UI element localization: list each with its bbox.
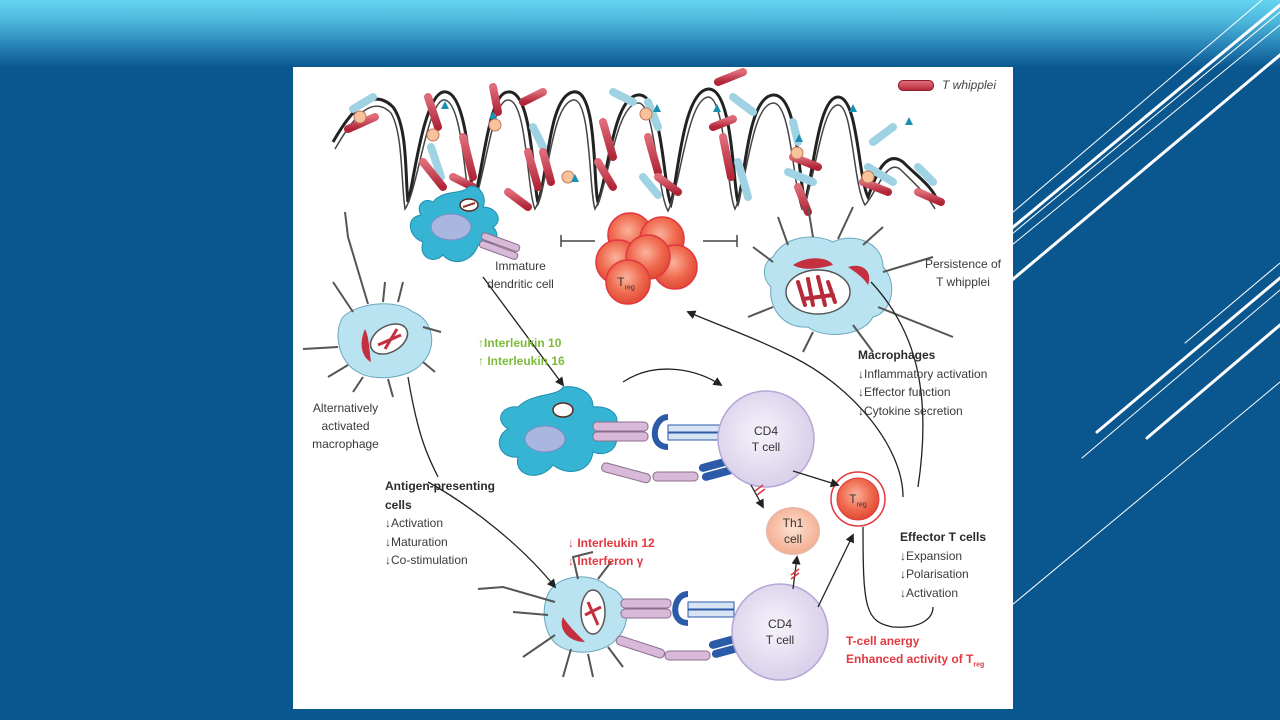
list-title: Macrophages: [858, 348, 936, 362]
rod-bacterium-icon: [898, 79, 934, 91]
list-item: Effector function: [858, 383, 987, 402]
outcome-line: T-cell anergy: [846, 634, 920, 648]
label-line: cell: [783, 532, 802, 546]
list-title: Antigen-presenting: [385, 479, 495, 493]
list-item: Activation: [900, 584, 986, 603]
title-band: [0, 0, 1280, 68]
label-line: macrophage: [312, 437, 379, 451]
pathway-arrows: [407, 276, 934, 628]
th1-cell-label: Th1 cell: [771, 515, 815, 547]
treg-cell-label: Treg: [838, 491, 878, 513]
list-item: Expansion: [900, 547, 986, 566]
cytokine-item: ↓ Interleukin 12: [568, 536, 655, 550]
list-title: Effector T cells: [900, 530, 987, 544]
label-line: T cell: [765, 633, 795, 647]
list-item: Maturation: [385, 533, 495, 552]
label-alternatively-activated-macrophage: Alternatively activated macrophage: [303, 399, 388, 453]
effector-t-cell-effects: Effector T cells Expansion Polarisation …: [900, 528, 986, 602]
legend-label: T whipplei: [942, 78, 997, 92]
label-line: CD4: [767, 617, 792, 631]
label-sub: reg: [856, 501, 867, 509]
th1-cell: [766, 507, 820, 555]
persistent-macrophage: [747, 206, 954, 353]
macrophages-effects: Macrophages Inflammatory activation Effe…: [858, 346, 987, 420]
increased-cytokines: ↑Interleukin 10 ↑ Interleukin 16: [478, 334, 565, 370]
mature-dendritic-cell: [498, 386, 741, 484]
inhibition-lines: [560, 235, 738, 247]
label-line: CD4: [753, 424, 778, 438]
immunology-figure: T whipplei Immature dendritic cell Persi…: [293, 67, 1013, 709]
cd4-bottom-label: CD4 T cell: [750, 616, 810, 648]
list-item: Cytokine secretion: [858, 402, 987, 421]
list-item: Activation: [385, 514, 495, 533]
cd4-t-cell-bottom: [731, 583, 829, 681]
label-line: dendritic cell: [487, 277, 554, 291]
alternatively-activated-macrophage: [302, 211, 442, 398]
label-line: Th1: [782, 516, 804, 530]
blocked-marks: [754, 484, 800, 580]
outcome-text: T-cell anergy Enhanced activity of Treg: [846, 632, 984, 674]
label-main: T: [617, 275, 625, 289]
outcome-text-main: Enhanced activity of T: [846, 652, 974, 666]
label-main: T: [849, 492, 857, 506]
label-line: Persistence of: [924, 257, 1002, 271]
list-item: Co-stimulation: [385, 551, 495, 570]
apc-effects: Antigen-presenting cells Activation Matu…: [385, 477, 495, 570]
treg-cluster: [595, 212, 698, 305]
label-line: T whipplei: [936, 275, 990, 289]
label-line: T cell: [751, 440, 781, 454]
cd4-t-cell-top: [717, 390, 815, 488]
label-immature-dendritic-cell: Immature dendritic cell: [473, 257, 568, 293]
list-item: Inflammatory activation: [858, 365, 987, 384]
legend: T whipplei: [898, 78, 996, 92]
treg-cell: [836, 477, 880, 521]
cytokine-item: ↓ Interferon γ: [568, 554, 644, 568]
cd4-top-label: CD4 T cell: [736, 423, 796, 455]
bacteria-rods: [344, 68, 945, 216]
list-title: cells: [385, 497, 412, 512]
outcome-line: Enhanced activity of Treg: [846, 650, 984, 674]
outcome-text-sub: reg: [973, 661, 985, 669]
decreased-cytokines: ↓ Interleukin 12 ↓ Interferon γ: [568, 534, 655, 570]
label-persistence: Persistence of T whipplei: [913, 255, 1013, 291]
diagram-artwork: [302, 68, 954, 681]
cytokine-item: ↑ Interleukin 16: [478, 354, 565, 368]
label-sub: reg: [624, 284, 635, 292]
treg-cluster-label: Treg: [606, 274, 646, 296]
label-line: Immature: [495, 259, 546, 273]
label-line: activated: [321, 419, 370, 433]
intestinal-villi: [331, 87, 940, 213]
cytokine-item: ↑Interleukin 10: [478, 336, 562, 350]
list-item: Polarisation: [900, 565, 986, 584]
antigen-presenting-cell: [477, 551, 751, 678]
label-line: Alternatively: [312, 401, 379, 415]
immature-dendritic-cell: [409, 185, 521, 263]
